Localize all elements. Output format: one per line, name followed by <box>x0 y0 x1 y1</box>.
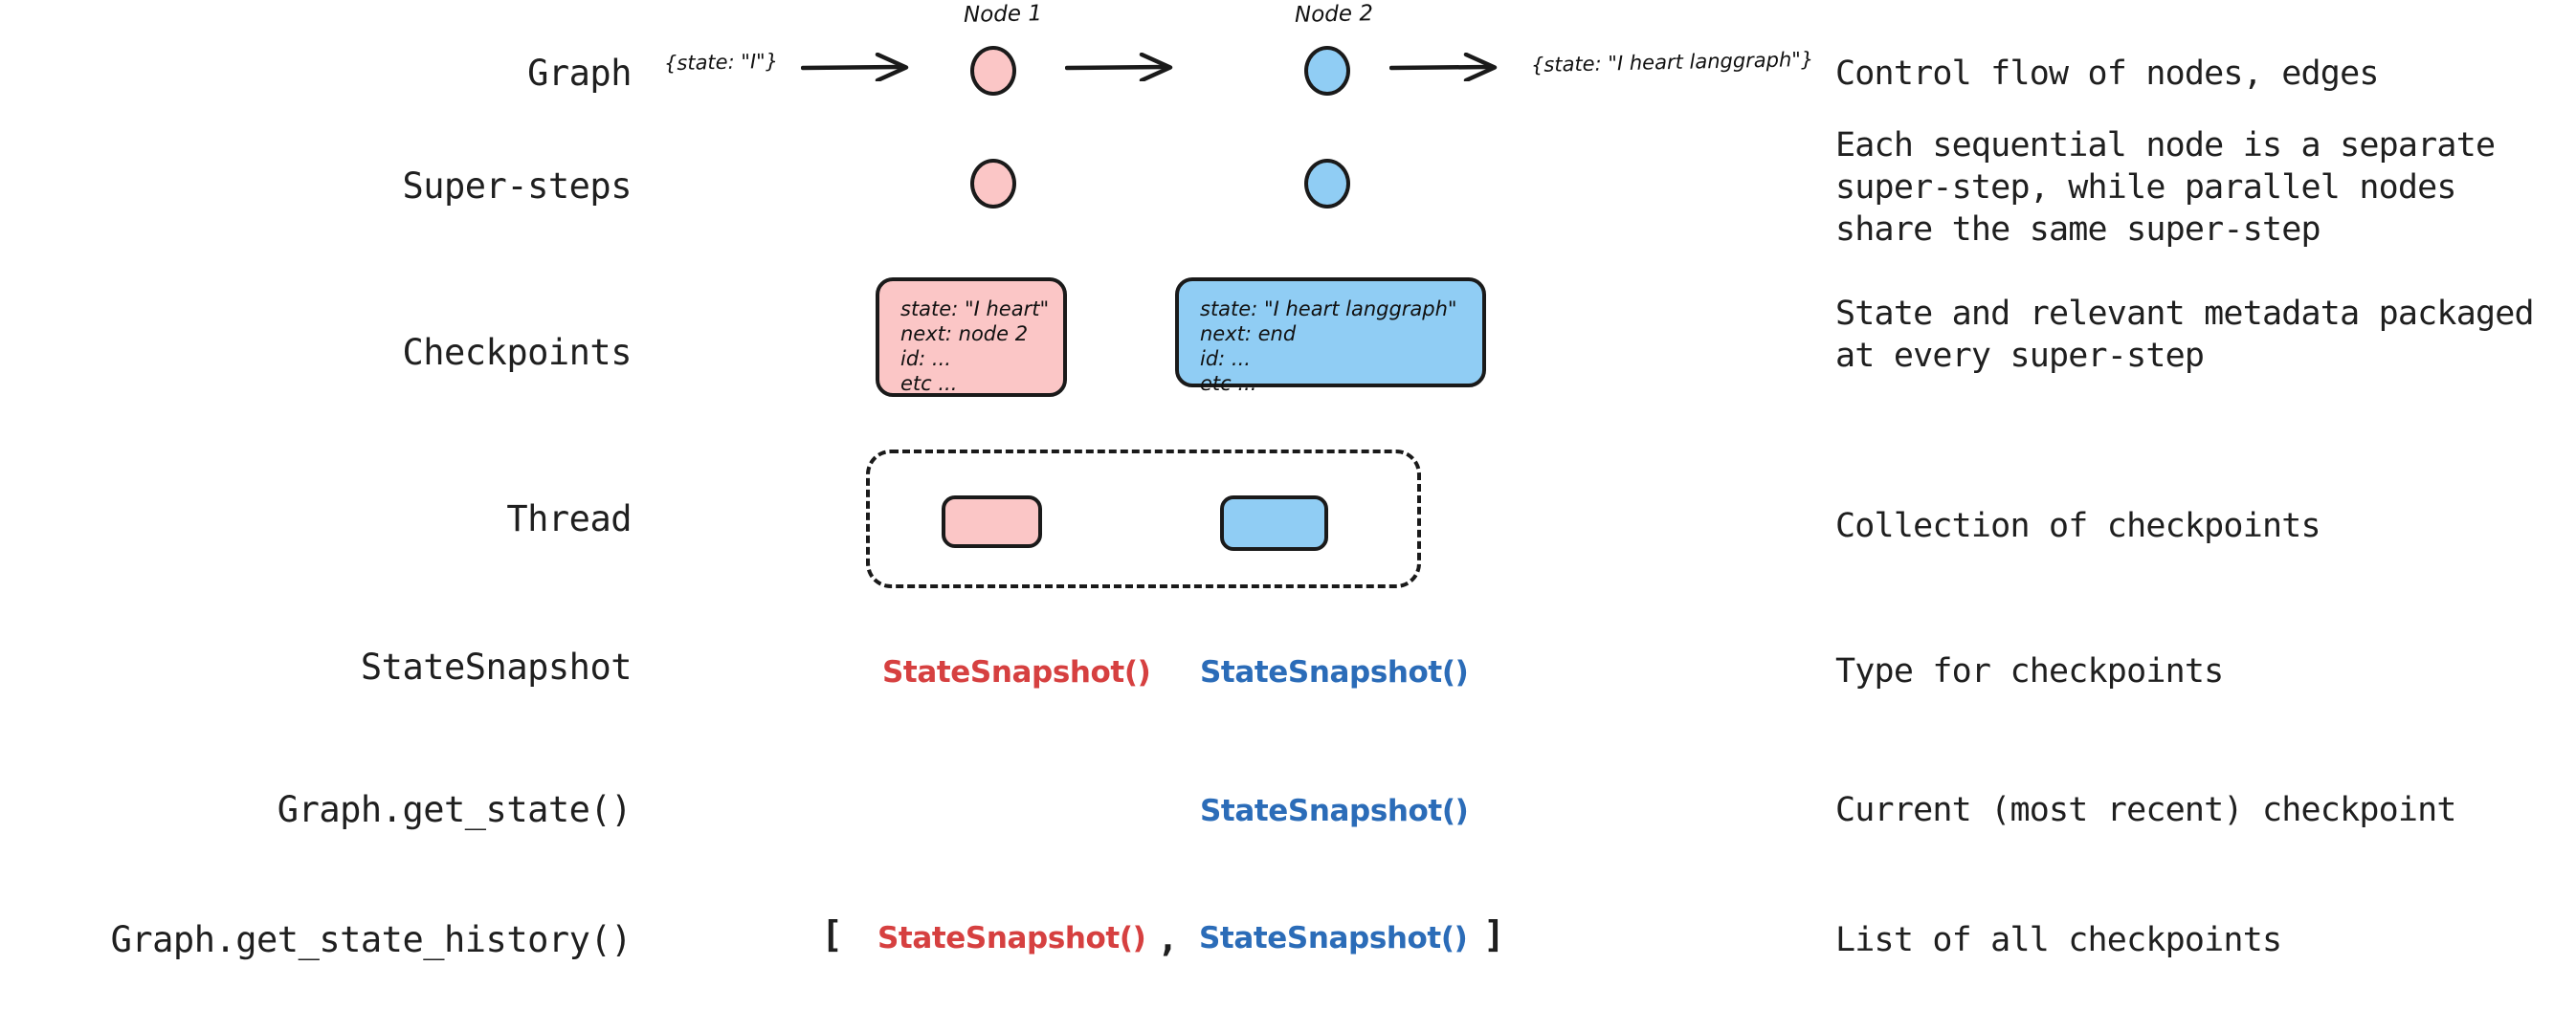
checkpoint-state-line: state: "I heart" <box>900 297 1050 320</box>
checkpoint-etc-line: etc ... <box>1200 372 1257 395</box>
row-label-super-steps: Super-steps <box>402 165 632 207</box>
row-label-statesnapshot: StateSnapshot <box>360 647 633 688</box>
checkpoint-id-line: id: ... <box>900 347 951 370</box>
row-label-graph-get-state-history: Graph.get_state_history() <box>110 919 633 960</box>
list-comma: , <box>1157 917 1179 959</box>
row-description-statesnapshot: Type for checkpoints <box>1835 652 2224 691</box>
row-label-graph: Graph <box>527 53 632 94</box>
get-state-result-token[interactable]: StateSnapshot() <box>1200 794 1469 828</box>
checkpoint-id-line: id: ... <box>1200 347 1251 370</box>
row-description-get-state-history: List of all checkpoints <box>1835 921 2282 959</box>
checkpoint-next-line: next: node 2 <box>900 322 1029 345</box>
output-state-label: {state: "I heart langgraph"} <box>1530 47 1814 77</box>
edge-arrow-3 <box>1389 53 1498 81</box>
edge-arrow-1 <box>801 53 909 81</box>
input-state-label: {state: "I"} <box>663 49 779 76</box>
row-description-checkpoints: State and relevant metadata packaged at … <box>1835 295 2535 375</box>
checkpoint-card-node-2[interactable]: state: "I heart langgraph" next: end id:… <box>1175 277 1486 395</box>
row-label-thread: Thread <box>506 498 632 539</box>
row-description-super-steps: Each sequential node is a separate super… <box>1835 126 2496 249</box>
super-step-node-2 <box>1304 159 1350 209</box>
node-2-caption: Node 2 <box>1294 1 1374 28</box>
graph-node-2[interactable] <box>1304 46 1350 96</box>
row-label-checkpoints: Checkpoints <box>402 332 632 373</box>
row-label-graph-get-state: Graph.get_state() <box>277 789 633 830</box>
checkpoint-etc-line: etc ... <box>900 372 958 395</box>
thread-container <box>866 450 1421 588</box>
history-token-pink[interactable]: StateSnapshot() <box>877 921 1146 955</box>
thread-checkpoint-chip-1[interactable] <box>942 495 1042 548</box>
list-open-bracket: [ <box>821 913 843 955</box>
row-description-get-state: Current (most recent) checkpoint <box>1835 791 2457 829</box>
thread-checkpoint-chip-2[interactable] <box>1220 495 1328 551</box>
statesnapshot-token-blue[interactable]: StateSnapshot() <box>1200 655 1469 690</box>
history-token-blue[interactable]: StateSnapshot() <box>1199 921 1468 955</box>
checkpoint-card-node-1[interactable]: state: "I heart" next: node 2 id: ... et… <box>876 277 1067 397</box>
statesnapshot-token-pink[interactable]: StateSnapshot() <box>882 655 1151 690</box>
row-description-graph: Control flow of nodes, edges <box>1835 55 2379 93</box>
list-close-bracket: ] <box>1483 913 1505 955</box>
node-1-caption: Node 1 <box>963 1 1043 28</box>
super-step-node-1 <box>970 159 1016 209</box>
checkpoint-state-line: state: "I heart langgraph" <box>1200 297 1457 320</box>
graph-node-1[interactable] <box>970 46 1016 96</box>
edge-arrow-2 <box>1065 53 1173 81</box>
row-description-thread: Collection of checkpoints <box>1835 507 2321 545</box>
checkpoint-next-line: next: end <box>1200 322 1297 345</box>
